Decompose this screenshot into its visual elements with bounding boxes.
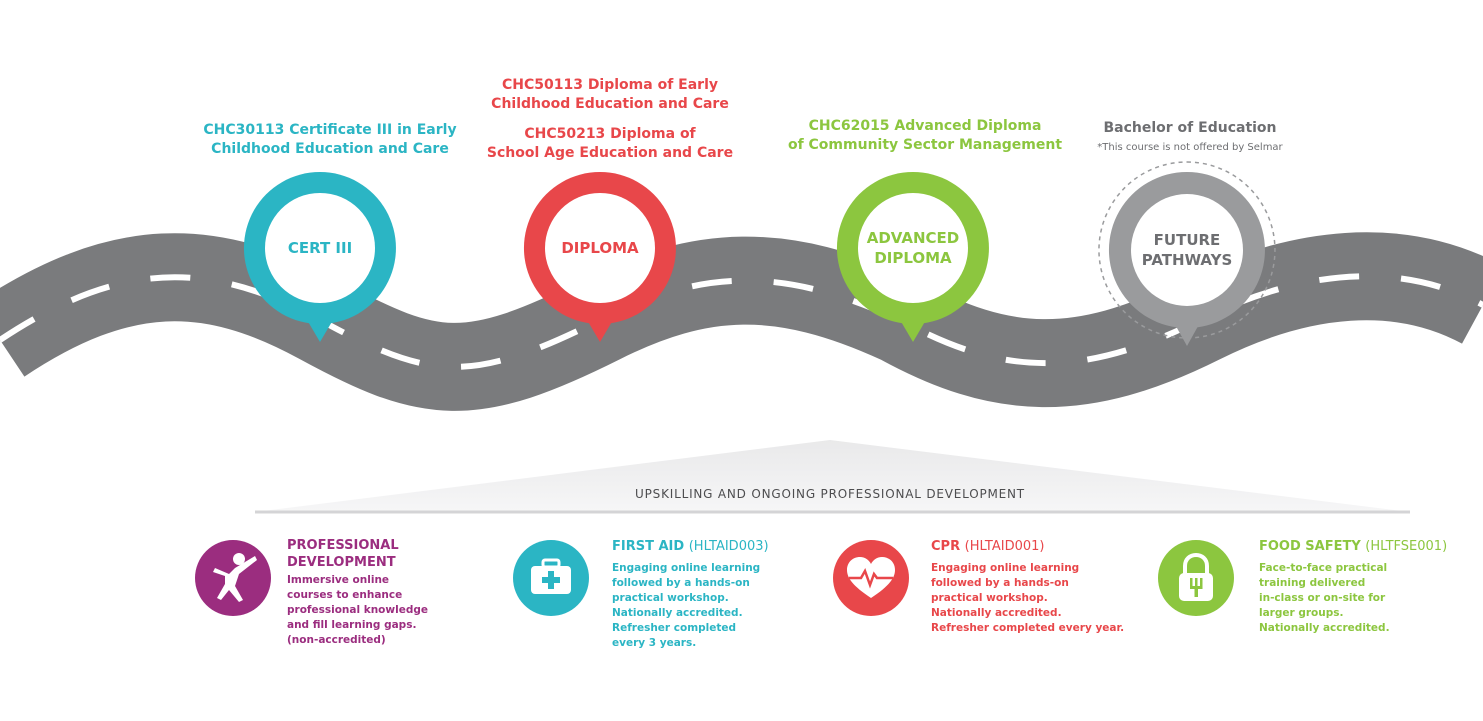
cpr-title: CPR (HLTAID001) [931, 539, 1045, 554]
cert3-pin: CERT III [240, 168, 400, 348]
food-desc: Face-to-face practical training delivere… [1259, 562, 1390, 634]
firstaid-icon-circle [513, 540, 589, 616]
future-title: Bachelor of Education [1103, 120, 1277, 136]
food-title: FOOD SAFETY (HLTFSE001) [1259, 539, 1448, 554]
diploma-pin: DIPLOMA [520, 168, 680, 348]
future-pin-label: FUTURE PATHWAYS [1141, 231, 1233, 269]
future-pin: FUTURE PATHWAYS [1097, 160, 1277, 360]
first-aid-kit-icon [531, 558, 571, 594]
cert3-title: CHC30113 Certificate III in Early Childh… [203, 122, 457, 157]
future-note: *This course is not offered by Selmar [1097, 142, 1283, 153]
advanced-pin: ADVANCED DIPLOMA [833, 168, 993, 348]
firstaid-text: FIRST AID (HLTAID003) Engaging online le… [612, 538, 822, 651]
heartbeat-icon [847, 557, 895, 598]
diploma-pin-label: DIPLOMA [561, 239, 639, 257]
future-pin-shape [1098, 161, 1276, 346]
diploma-title-1: CHC50113 Diploma of Early Childhood Educ… [491, 77, 729, 112]
diploma-pin-shape [523, 172, 676, 342]
food-text: FOOD SAFETY (HLTFSE001) Face-to-face pra… [1259, 538, 1474, 636]
prof-text: PROFESSIONAL DEVELOPMENT Immersive onlin… [287, 537, 487, 648]
food-icon-circle [1158, 540, 1234, 616]
cert3-pin-label: CERT III [287, 239, 353, 257]
advanced-title: CHC62015 Advanced Diploma of Community S… [787, 118, 1063, 153]
advanced-pin-shape [836, 172, 989, 342]
cpr-text: CPR (HLTAID001) Engaging online learning… [931, 538, 1151, 636]
upskilling-banner-label: UPSKILLING AND ONGOING PROFESSIONAL DEVE… [635, 487, 1025, 501]
advanced-pin-label: ADVANCED DIPLOMA [866, 229, 960, 267]
cpr-desc: Engaging online learning followed by a h… [931, 562, 1125, 634]
firstaid-desc: Engaging online learning followed by a h… [612, 562, 761, 649]
cert3-pin-shape [243, 172, 396, 342]
firstaid-title: FIRST AID (HLTAID003) [612, 539, 769, 554]
diploma-title-2: CHC50213 Diploma of School Age Education… [486, 126, 734, 161]
prof-title: PROFESSIONAL DEVELOPMENT [287, 538, 399, 570]
lock-fork-icon [1179, 552, 1213, 601]
upskilling-banner [255, 440, 1410, 514]
person-icon [213, 553, 257, 602]
prof-desc: Immersive online courses to enhance prof… [287, 574, 428, 646]
cpr-icon-circle [833, 540, 909, 616]
prof-icon-circle [195, 540, 271, 616]
